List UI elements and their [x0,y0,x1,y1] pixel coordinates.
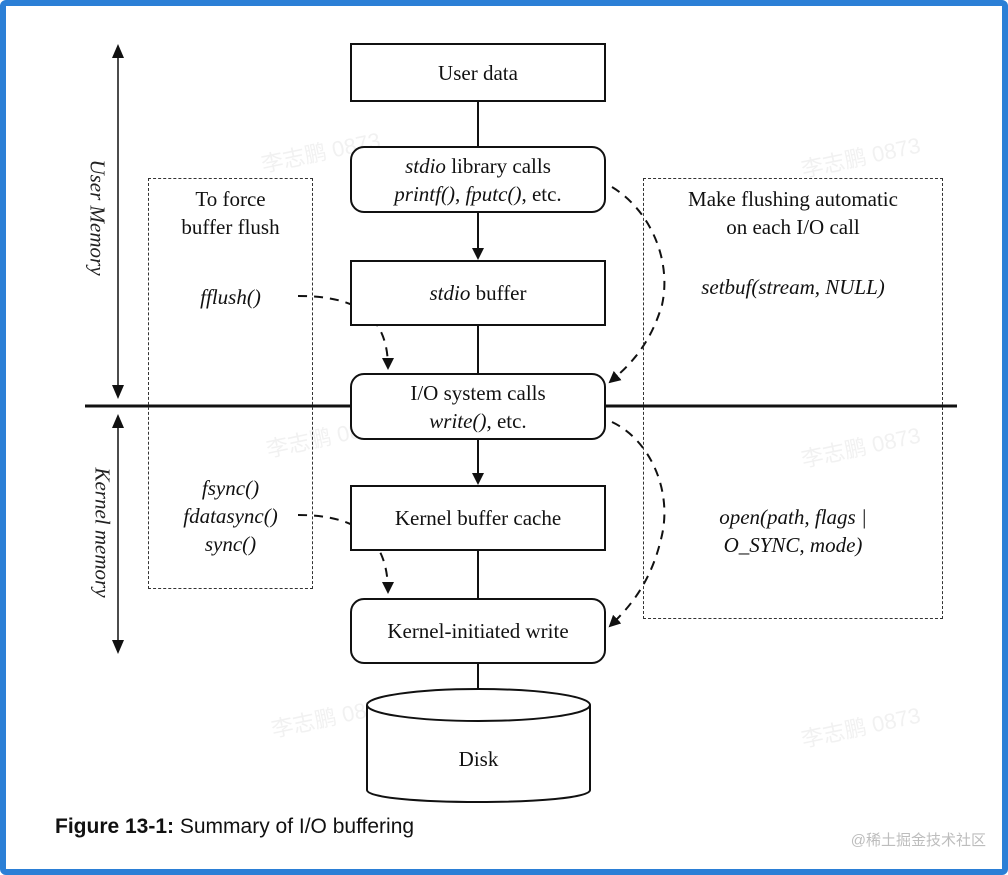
kernel-memory-label: Kernel memory [90,467,115,598]
stdio-buffer-box: stdio buffer [350,260,606,326]
setbuf-arrow [608,186,666,384]
kernel-buffer-cache-box: Kernel buffer cache [350,485,606,551]
disk-cylinder [366,688,591,803]
force-flush-title: To force buffer flush [181,187,280,239]
stdio-calls-line1: stdio library calls [405,153,551,178]
stdio-calls-line2: printf(), fputc(), etc. [394,181,562,206]
disk-label: Disk [458,747,499,771]
io-calls-line2: write(), etc. [429,408,527,433]
kernel-initiated-write-box: Kernel-initiated write [350,598,606,664]
kernel-write-label: Kernel-initiated write [387,619,569,643]
io-calls-line1: I/O system calls [410,380,546,405]
setbuf-label: setbuf(stream, NULL) [701,275,885,299]
force-flush-panel [148,178,313,589]
auto-flush-panel [643,178,943,619]
fflush-label: fflush() [200,285,261,309]
stdio-library-calls-box: stdio library calls printf(), fputc(), e… [350,146,606,213]
auto-flush-title: Make flushing automatic on each I/O call [688,187,898,239]
fdatasync-label: fdatasync() [183,504,278,528]
kernel-cache-label: Kernel buffer cache [394,506,562,530]
osync-arrow [608,421,666,628]
figure-caption: Figure 13-1: Summary of I/O buffering [55,815,415,838]
io-system-calls-box: I/O system calls write(), etc. [350,373,606,440]
user-data-box: User data [350,43,606,102]
user-memory-label: User Memory [85,159,110,276]
open-osync-label: open(path, flags | O_SYNC, mode) [719,505,867,557]
fsync-group: fsync() fdatasync() sync() [150,474,311,558]
fsync-label: fsync() [201,476,260,500]
user-data-label: User data [438,60,518,85]
site-watermark: @稀土掘金技术社区 [850,832,986,849]
stdio-buffer-label: stdio buffer [429,281,527,305]
sync-label: sync() [204,532,257,556]
